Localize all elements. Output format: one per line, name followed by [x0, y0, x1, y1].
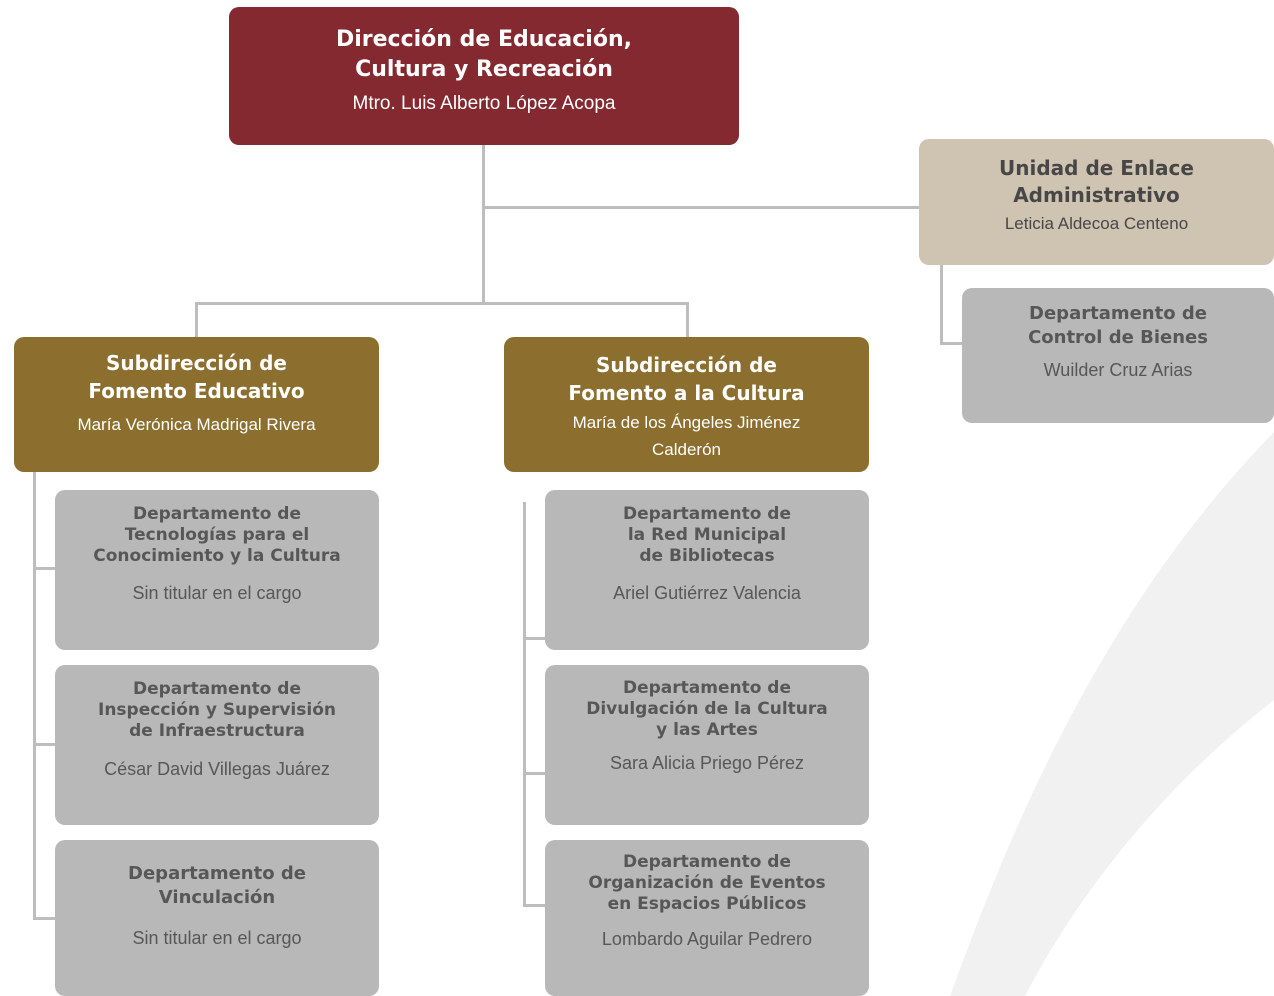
node-title-line: Fomento Educativo: [88, 379, 305, 403]
node-title-line: en Espacios Públicos: [607, 894, 807, 914]
node-dept-control-bienes: Departamento de Control de Bienes Wuilde…: [962, 288, 1274, 423]
node-holder: María Verónica Madrigal Rivera: [77, 415, 316, 434]
node-dept-eventos: Departamento de Organización de Eventos …: [545, 840, 869, 996]
node-title-line: Administrativo: [1013, 183, 1180, 207]
node-title-line: de Bibliotecas: [639, 546, 775, 566]
node-title: Departamento de Control de Bienes: [1028, 302, 1208, 350]
connector-to-sub-cultura: [686, 302, 689, 337]
node-title: Subdirección de Fomento a la Cultura: [568, 351, 804, 407]
node-title-line: Control de Bienes: [1028, 327, 1208, 348]
node-title-line: de Infraestructura: [129, 721, 305, 741]
connector-to-dept-bienes: [940, 342, 962, 345]
connector-to-sub-educativo: [195, 302, 198, 337]
node-title-line: Divulgación de la Cultura: [586, 699, 828, 719]
node-title-line: Fomento a la Cultura: [568, 381, 805, 405]
node-title-line: Departamento de: [1029, 303, 1207, 324]
node-holder: Mtro. Luis Alberto López Acopa: [352, 93, 616, 114]
node-holder: Ariel Gutiérrez Valencia: [613, 583, 801, 603]
node-title-line: la Red Municipal: [627, 525, 787, 545]
node-dept-vinculacion: Departamento de Vinculación Sin titular …: [55, 840, 379, 996]
connector-to-dept-inspeccion: [33, 743, 55, 746]
connector-subdirecciones-bar: [195, 302, 689, 305]
node-dept-inspeccion: Departamento de Inspección y Supervisión…: [55, 665, 379, 825]
node-unidad-enlace: Unidad de Enlace Administrativo Leticia …: [919, 139, 1274, 265]
node-holder: Sara Alicia Priego Pérez: [609, 753, 805, 773]
node-title-line: Unidad de Enlace: [999, 156, 1194, 180]
node-holder: Sin titular en el cargo: [132, 583, 302, 603]
connector-cultura-trunk: [523, 502, 526, 907]
node-holder: Wuilder Cruz Arias: [1043, 360, 1193, 380]
connector-to-dept-vinculacion: [33, 917, 55, 920]
node-title: Departamento de Tecnologías para el Cono…: [93, 504, 340, 567]
node-title-line: Organización de Eventos: [588, 873, 826, 893]
node-title-line: Cultura y Recreación: [355, 57, 613, 82]
connector-to-dept-divulgacion: [523, 772, 545, 775]
node-title: Departamento de Organización de Eventos …: [588, 852, 825, 915]
node-title-line: Inspección y Supervisión: [98, 700, 336, 720]
node-title-line: Departamento de: [622, 504, 792, 524]
node-holder: Leticia Aldecoa Centeno: [1004, 214, 1189, 233]
node-dept-bibliotecas: Departamento de la Red Municipal de Bibl…: [545, 490, 869, 650]
node-title: Dirección de Educación, Cultura y Recrea…: [336, 25, 632, 85]
node-sub-fomento-cultura: Subdirección de Fomento a la Cultura Mar…: [504, 337, 869, 472]
connector-to-unidad-enlace: [482, 206, 919, 209]
node-title-line: Departamento de: [132, 504, 302, 524]
node-title-line: Departamento de: [132, 679, 302, 699]
node-title-line: Tecnologías para el: [124, 525, 310, 545]
node-title: Departamento de Inspección y Supervisión…: [98, 679, 336, 742]
node-holder: María de los Ángeles Jiménez Calderón: [572, 413, 801, 459]
node-dept-divulgacion: Departamento de Divulgación de la Cultur…: [545, 665, 869, 825]
node-title-line: y las Artes: [656, 720, 758, 740]
node-title-line: Subdirección de: [106, 351, 287, 375]
connector-to-dept-bibliotecas: [523, 637, 545, 640]
node-title-line: Conocimiento y la Cultura: [93, 546, 341, 566]
connector-unidad-trunk: [940, 265, 943, 345]
connector-to-dept-eventos: [523, 904, 545, 907]
node-title: Departamento de la Red Municipal de Bibl…: [623, 504, 791, 567]
node-sub-fomento-educativo: Subdirección de Fomento Educativo María …: [14, 337, 379, 472]
node-title: Departamento de Vinculación: [128, 862, 306, 910]
node-title-line: Vinculación: [158, 887, 276, 908]
node-title-line: Departamento de: [128, 863, 306, 884]
node-title-line: Departamento de: [622, 852, 792, 872]
connector-director-trunk: [482, 145, 485, 304]
node-holder: César David Villegas Juárez: [104, 759, 330, 779]
node-holder: Sin titular en el cargo: [132, 928, 302, 948]
node-direccion: Dirección de Educación, Cultura y Recrea…: [229, 7, 739, 145]
connector-to-dept-tecnologias: [33, 567, 55, 570]
node-title: Subdirección de Fomento Educativo: [88, 349, 304, 405]
node-holder: Lombardo Aguilar Pedrero: [601, 929, 813, 949]
node-title-line: Subdirección de: [596, 353, 777, 377]
node-title-line: Departamento de: [622, 678, 792, 698]
node-dept-tecnologias: Departamento de Tecnologías para el Cono…: [55, 490, 379, 650]
node-title-line: Dirección de Educación,: [335, 27, 632, 52]
node-title: Unidad de Enlace Administrativo: [999, 155, 1194, 209]
node-title: Departamento de Divulgación de la Cultur…: [586, 678, 828, 741]
connector-educativo-trunk: [33, 472, 36, 920]
